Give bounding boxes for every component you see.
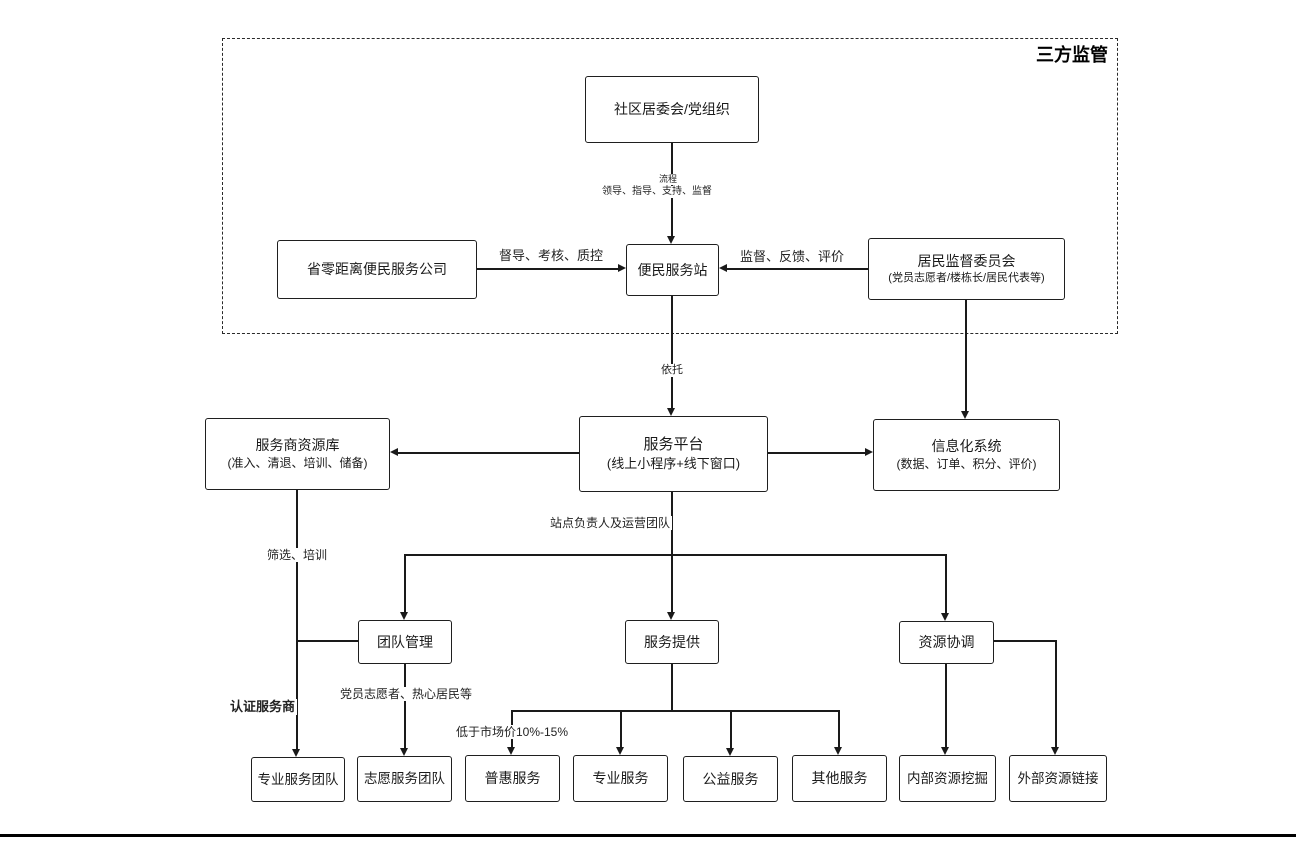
edge-committee-infosystem-line	[965, 300, 967, 413]
node-info-system-title: 信息化系统	[931, 438, 1002, 455]
node-provider-pool-subtitle: (准入、清退、培训、储备)	[227, 456, 368, 471]
edge-platform-infosystem-line	[768, 452, 867, 454]
node-inclusive-service-title: 普惠服务	[484, 770, 541, 787]
node-resident-committee: 居民监督委员会 (党员志愿者/楼栋长/居民代表等)	[868, 238, 1065, 300]
edge-label-lead: 领导、指导、支持、监督	[600, 186, 714, 198]
arrowhead-into-internalresource	[941, 747, 949, 755]
arrowhead-into-proservice	[616, 747, 624, 755]
node-pro-service-title: 专业服务	[592, 770, 649, 787]
node-public-welfare-service: 公益服务	[683, 756, 778, 802]
arrowhead-into-infosystem-top	[961, 411, 969, 419]
node-service-platform: 服务平台 (线上小程序+线下窗口)	[579, 416, 768, 492]
edge-label-process: 流程	[656, 174, 680, 185]
node-public-service-title: 公益服务	[702, 770, 759, 787]
node-volunteer-team-title: 志愿服务团队	[364, 771, 445, 787]
node-community-title: 社区居委会/党组织	[614, 101, 730, 118]
edge-platform-trunk-line	[671, 492, 673, 614]
node-resource-coordination: 资源协调	[899, 621, 994, 664]
edge-serviceprov-stub-line	[671, 664, 673, 711]
node-resource-coord-title: 资源协调	[918, 634, 975, 651]
edge-externalresource-hline	[994, 640, 1056, 642]
edge-label-rely: 依托	[659, 364, 685, 378]
edge-publicservice-line	[730, 710, 732, 750]
supervision-group-frame	[222, 38, 1118, 334]
node-internal-resource: 内部资源挖掘	[899, 755, 996, 802]
supervision-group-title: 三方监管	[1036, 45, 1108, 65]
node-community-committee: 社区居委会/党组织	[585, 76, 759, 143]
node-external-resource-title: 外部资源链接	[1017, 770, 1099, 786]
edge-committee-station-line	[725, 268, 868, 270]
edge-label-party-volunteers: 党员志愿者、热心居民等	[337, 687, 475, 702]
edge-teammgmt-left-connector	[297, 640, 358, 642]
edge-externalresource-vline	[1055, 640, 1057, 749]
node-inclusive-service: 普惠服务	[465, 755, 560, 802]
node-external-resource: 外部资源链接	[1009, 755, 1107, 802]
node-service-company: 省零距离便民服务公司	[277, 240, 477, 299]
edge-label-site-team: 站点负责人及运营团队	[548, 516, 673, 531]
edge-otherservice-line	[838, 710, 840, 749]
node-pro-team-title: 专业服务团队	[257, 771, 339, 787]
edge-label-feedback: 监督、反馈、评价	[737, 249, 847, 265]
node-committee-title: 居民监督委员会	[917, 252, 1016, 269]
edge-label-supervise-quality: 督导、考核、质控	[496, 248, 606, 264]
node-other-service: 其他服务	[792, 755, 887, 802]
edge-teammgmt-volunteer-line	[404, 664, 406, 750]
node-team-mgmt-title: 团队管理	[377, 633, 433, 650]
arrowhead-into-providerpool	[390, 448, 398, 456]
node-provider-pool: 服务商资源库 (准入、清退、培训、储备)	[205, 418, 390, 490]
arrowhead-into-station-left	[618, 264, 626, 272]
edge-branch-teammgmt-line	[404, 554, 406, 614]
node-company-title: 省零距离便民服务公司	[307, 261, 447, 278]
arrowhead-into-proteam	[292, 749, 300, 757]
node-service-provision-title: 服务提供	[644, 633, 700, 650]
edge-platform-providerpool-line	[396, 452, 579, 454]
arrowhead-into-serviceprov	[667, 612, 675, 620]
arrowhead-into-station-right	[719, 264, 727, 272]
arrowhead-into-externalresource	[1051, 747, 1059, 755]
arrowhead-into-infosystem-left	[865, 448, 873, 456]
edge-company-station-line	[477, 268, 621, 270]
edge-branch-resourcecoord-line	[945, 554, 947, 615]
arrowhead-into-resourcecoord	[941, 613, 949, 621]
edge-internalresource-line	[945, 664, 947, 749]
node-volunteer-team: 志愿服务团队	[357, 756, 452, 802]
edge-label-screening: 筛选、培训	[264, 548, 330, 563]
node-internal-resource-title: 内部资源挖掘	[907, 770, 988, 786]
edge-providerpool-proteam-line	[296, 490, 298, 751]
node-platform-title: 服务平台	[643, 435, 704, 453]
branch-bar-services	[511, 710, 839, 712]
arrowhead-into-teammgmt	[400, 612, 408, 620]
edge-proservice-line	[620, 710, 622, 749]
node-committee-subtitle: (党员志愿者/楼栋长/居民代表等)	[888, 272, 1045, 285]
arrowhead-into-otherservice	[834, 747, 842, 755]
arrowhead-into-inclusive	[507, 747, 515, 755]
arrowhead-into-publicservice	[726, 748, 734, 756]
window-bottom-border	[0, 834, 1296, 837]
node-station-title: 便民服务站	[637, 261, 708, 278]
node-other-service-title: 其他服务	[811, 770, 868, 787]
node-info-system: 信息化系统 (数据、订单、积分、评价)	[873, 419, 1060, 491]
node-service-provision: 服务提供	[625, 620, 719, 664]
arrowhead-into-platform	[667, 408, 675, 416]
edge-station-platform-line	[671, 296, 673, 410]
arrowhead-into-volunteerteam	[400, 748, 408, 756]
node-service-station: 便民服务站	[626, 244, 719, 296]
branch-bar-top	[404, 554, 946, 556]
node-professional-service: 专业服务	[573, 755, 668, 802]
edge-label-below-market: 低于市场价10%-15%	[453, 725, 571, 740]
node-team-management: 团队管理	[358, 620, 452, 664]
node-platform-subtitle: (线上小程序+线下窗口)	[606, 456, 741, 472]
node-professional-team: 专业服务团队	[251, 757, 345, 802]
node-info-system-subtitle: (数据、订单、积分、评价)	[896, 457, 1037, 472]
node-provider-pool-title: 服务商资源库	[255, 437, 340, 454]
edge-label-certified-provider: 认证服务商	[228, 699, 298, 715]
arrowhead-into-station-top	[667, 236, 675, 244]
